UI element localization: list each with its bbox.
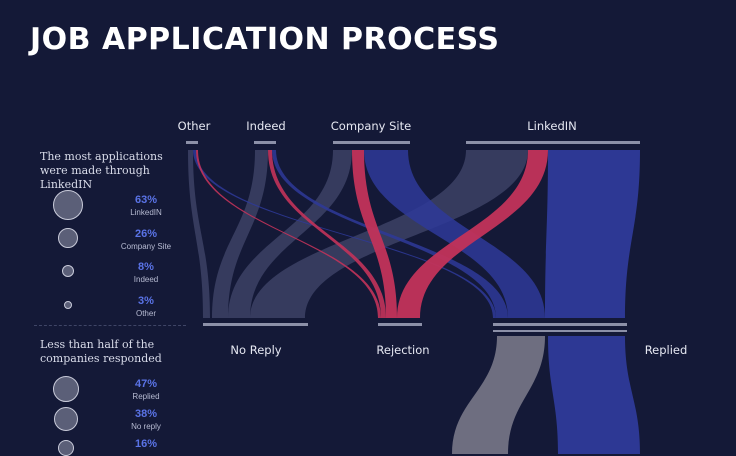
stat-other: 3% Other <box>116 295 176 318</box>
source-label-indeed: Indeed <box>246 119 285 133</box>
flow-linkedin-replied <box>545 150 640 318</box>
no-reply-bubble <box>54 407 78 431</box>
target-label-replied: Replied <box>645 343 688 357</box>
target-bar-replied <box>493 323 627 326</box>
page-title: JOB APPLICATION PROCESS <box>30 22 500 57</box>
panel2-heading: Less than half of the companies responde… <box>40 338 162 365</box>
stat-indeed-pct: 8% <box>138 261 154 273</box>
flow-company-rejection <box>352 150 397 318</box>
stat-replied: 47% Replied <box>116 378 176 401</box>
stat-company-site: 26% Company Site <box>116 228 176 251</box>
flow-company-replied <box>364 150 545 318</box>
source-label-linkedin: LinkedIN <box>527 119 577 133</box>
stat-other-pct: 3% <box>138 295 154 307</box>
stat-company-site-pct: 26% <box>134 228 158 240</box>
stat-linkedin-label: LinkedIN <box>130 208 162 217</box>
flow-company-noreply <box>228 150 352 318</box>
flow-replied-blue <box>548 336 640 454</box>
stat-other-label: Other <box>135 309 156 318</box>
source-bar-other <box>186 141 198 144</box>
target-label-rejection: Rejection <box>376 343 429 357</box>
target-bar-noreply <box>203 323 308 326</box>
flow-linkedin-rejection <box>397 150 548 318</box>
stat-replied-label: Replied <box>132 392 160 401</box>
stat-no-reply: 38% No reply <box>116 408 176 431</box>
stat-indeed: 8% Indeed <box>116 261 176 284</box>
panel-divider <box>34 325 186 326</box>
stat-third: 16% <box>116 438 176 452</box>
panel1-heading: The most applications were made through … <box>40 150 163 191</box>
target-bar-rejection <box>378 323 422 326</box>
flow-indeed-rejection <box>268 150 386 318</box>
stat-company-site-label: Company Site <box>120 242 172 251</box>
flow-replied-grey <box>452 336 545 454</box>
stat-no-reply-pct: 38% <box>134 408 158 420</box>
source-label-company-site: Company Site <box>331 119 411 133</box>
stat-linkedin: 63% LinkedIN <box>116 194 176 217</box>
flow-indeed-replied <box>272 150 508 318</box>
stat-replied-pct: 47% <box>134 378 158 390</box>
stat-indeed-label: Indeed <box>133 275 159 284</box>
replied-split-bar <box>493 330 627 332</box>
linkedin-bubble <box>53 190 83 220</box>
source-label-other: Other <box>178 119 211 133</box>
stat-no-reply-label: No reply <box>131 422 161 431</box>
source-bar-indeed <box>254 141 276 144</box>
source-bar-company-site <box>333 141 410 144</box>
source-bar-linkedin <box>466 141 640 144</box>
other-bubble <box>64 301 72 309</box>
flow-indeed-noreply <box>212 150 268 318</box>
indeed-bubble <box>62 265 74 277</box>
target-label-noreply: No Reply <box>230 343 281 357</box>
flow-other-noreply <box>188 150 210 318</box>
company-site-bubble <box>58 228 78 248</box>
stat-linkedin-pct: 63% <box>134 194 158 206</box>
stat-third-pct: 16% <box>134 438 158 450</box>
replied-bubble <box>53 376 79 402</box>
